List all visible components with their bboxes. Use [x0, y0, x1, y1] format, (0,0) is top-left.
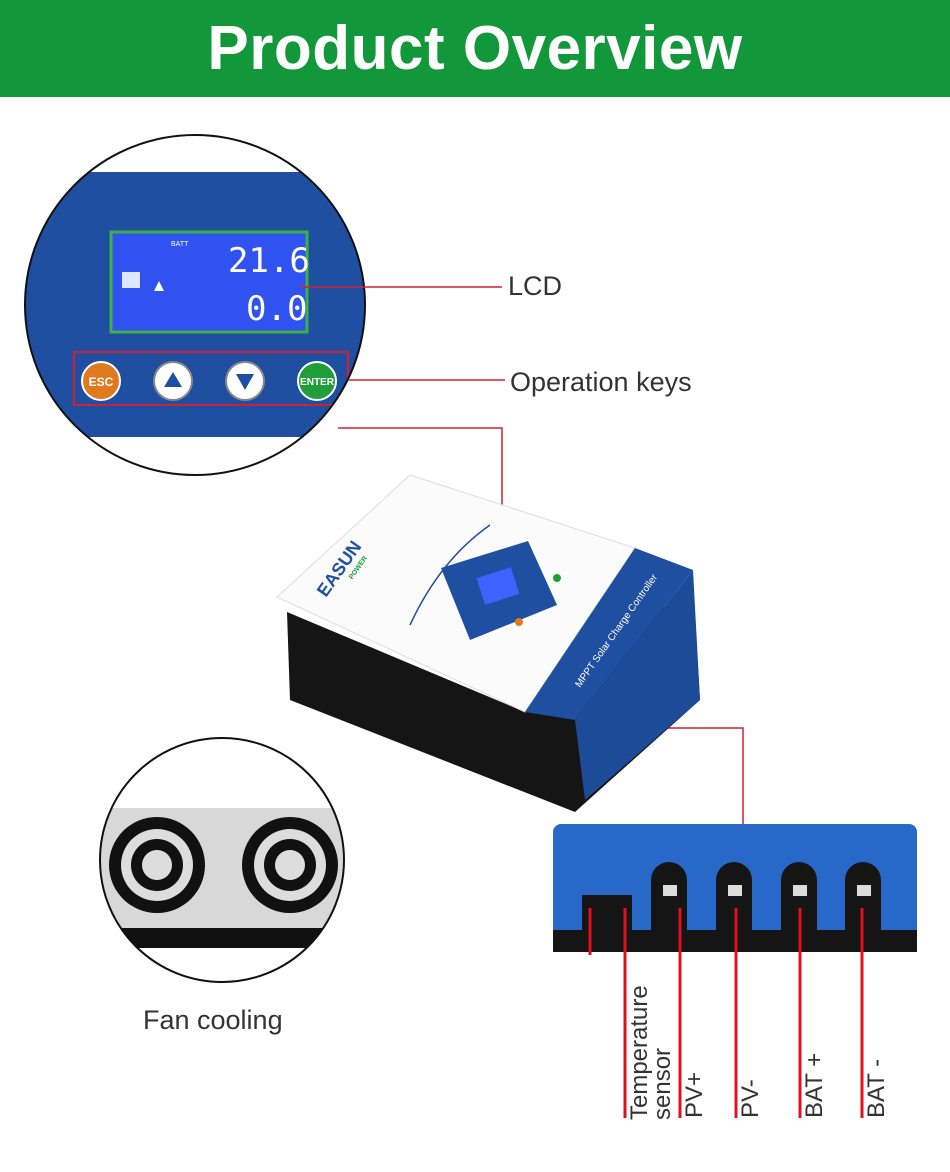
charge-controller-device: EASUN POWER MPPT Solar Charge Controller — [276, 474, 700, 812]
page-title: Product Overview — [207, 14, 743, 83]
lcd-indicator: BATT — [171, 241, 189, 248]
esc-key — [81, 361, 121, 401]
esc-key-label: ESC — [89, 375, 114, 389]
pv-plus-label: PV+ — [681, 1071, 708, 1118]
battery-icon — [122, 272, 140, 288]
fan-cooling-label: Fan cooling — [143, 1005, 283, 1035]
lcd-screen — [109, 230, 309, 334]
bat-minus-label: BAT - — [863, 1058, 890, 1118]
up-arrow-icon — [164, 372, 182, 387]
temperature-sensor-label: Temperature sensor — [626, 985, 676, 1120]
lcd-top-value: 21.6 — [228, 241, 310, 281]
terminals-zoom — [553, 824, 917, 952]
bat-plus-label: BAT + — [801, 1052, 828, 1118]
lcd-bottom-value: 0.0 — [246, 289, 307, 329]
front-panel-zoom: BATT 21.6 0.0 ESC ENTER — [25, 172, 365, 437]
down-arrow-icon — [236, 374, 254, 390]
pv-minus-label: PV- — [737, 1079, 764, 1118]
lcd-label: LCD — [508, 271, 563, 301]
enter-key-label: ENTER — [300, 377, 335, 388]
operation-keys-label: Operation keys — [510, 367, 692, 397]
fan-zoom — [100, 808, 344, 948]
enter-key — [297, 361, 337, 401]
terminal-lines — [588, 908, 864, 1118]
header-banner: Product Overview — [0, 0, 950, 97]
warning-icon — [154, 281, 164, 291]
